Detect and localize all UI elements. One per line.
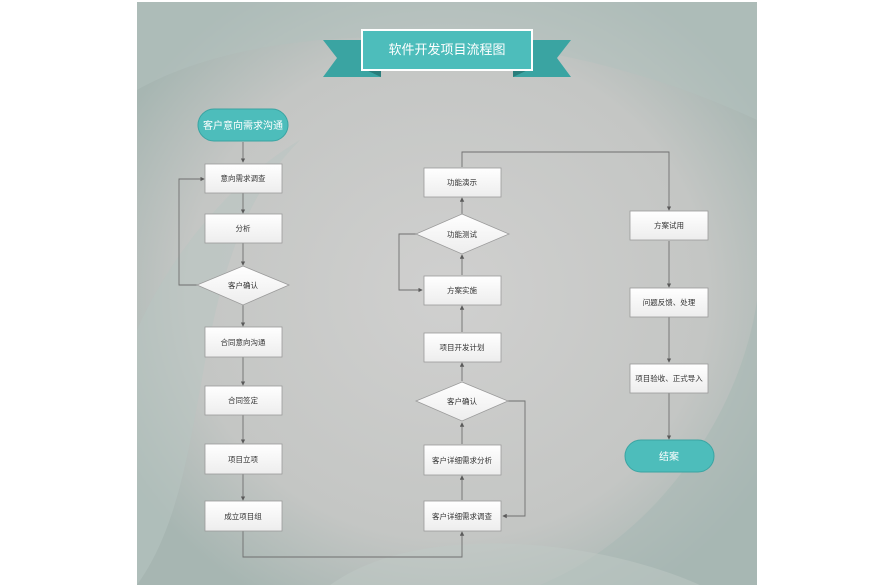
node-start-label: 客户意向需求沟通 [203, 119, 283, 132]
node-detailed-analysis: 客户详细需求分析 [423, 444, 502, 476]
connector-confirm-loop-back [178, 176, 205, 286]
node-trial-shape [629, 210, 709, 241]
background-swirl-4 [330, 543, 700, 585]
node-implementation-shape [423, 275, 502, 306]
connector-demo-to-trial [461, 151, 672, 211]
node-client-confirm-2-label: 客户确认 [447, 396, 477, 406]
node-acceptance: 项目验收、正式导入 [629, 363, 709, 394]
node-form-team: 成立项目组 [204, 500, 283, 532]
connectors [178, 142, 672, 558]
node-feedback: 问题反馈、处理 [629, 287, 709, 318]
node-contract-communication-shape [204, 326, 283, 358]
node-function-test-shape [414, 213, 511, 255]
node-project-initiation: 项目立项 [204, 443, 283, 475]
node-client-confirm-1-label: 客户确认 [228, 280, 258, 290]
node-start: 客户意向需求沟通 [197, 108, 289, 142]
page-title: 软件开发项目流程图 [388, 42, 505, 58]
node-form-team-label: 成立项目组 [224, 511, 262, 521]
node-function-test-label: 功能测试 [447, 229, 477, 239]
background-swirl-3 [540, 300, 757, 585]
connector-test-loop-back [398, 233, 423, 293]
node-analysis: 分析 [204, 213, 283, 244]
node-intent-survey: 意向需求调查 [204, 163, 283, 194]
node-project-initiation-label: 项目立项 [228, 454, 258, 464]
node-function-demo-shape [423, 167, 502, 198]
node-feedback-shape [629, 287, 709, 318]
node-contract-signing: 合同签定 [204, 385, 283, 416]
node-function-demo-label: 功能演示 [447, 177, 477, 187]
node-acceptance-label: 项目验收、正式导入 [635, 373, 703, 383]
node-function-demo: 功能演示 [423, 167, 502, 198]
node-contract-signing-label: 合同签定 [228, 395, 258, 405]
node-detailed-analysis-label: 客户详细需求分析 [432, 455, 492, 465]
node-trial: 方案试用 [629, 210, 709, 241]
node-dev-plan: 项目开发计划 [423, 332, 502, 363]
node-end-label: 结案 [659, 450, 679, 463]
node-analysis-shape [204, 213, 283, 244]
node-acceptance-shape [629, 363, 709, 394]
connector-team-to-detailed-survey [242, 531, 465, 558]
node-detailed-analysis-shape [423, 444, 502, 476]
node-detailed-survey-label: 客户详细需求调查 [432, 511, 492, 521]
node-feedback-label: 问题反馈、处理 [643, 297, 696, 307]
background-swirl-1 [137, 2, 757, 120]
node-detailed-survey-shape [423, 500, 502, 532]
node-contract-communication: 合同意向沟通 [204, 326, 283, 358]
node-client-confirm-2: 客户确认 [414, 381, 510, 422]
background-swirl-2 [137, 140, 300, 585]
node-client-confirm-1-shape [195, 265, 291, 306]
node-trial-label: 方案试用 [654, 220, 684, 230]
node-form-team-shape [204, 500, 283, 532]
node-intent-survey-label: 意向需求调查 [221, 173, 266, 183]
node-implementation-label: 方案实施 [447, 285, 477, 295]
node-function-test: 功能测试 [414, 213, 511, 255]
title-banner: 软件开发项目流程图 [323, 29, 571, 77]
node-dev-plan-shape [423, 332, 502, 363]
node-contract-signing-shape [204, 385, 283, 416]
banner-main [361, 29, 533, 71]
node-implementation: 方案实施 [423, 275, 502, 306]
node-end-shape [624, 439, 715, 473]
node-start-shape [197, 108, 289, 142]
node-intent-survey-shape [204, 163, 283, 194]
node-contract-communication-label: 合同意向沟通 [221, 337, 266, 347]
node-client-confirm-2-shape [414, 381, 510, 422]
node-dev-plan-label: 项目开发计划 [440, 342, 485, 352]
node-project-initiation-shape [204, 443, 283, 475]
node-detailed-survey: 客户详细需求调查 [423, 500, 502, 532]
node-client-confirm-1: 客户确认 [195, 265, 291, 306]
node-end: 结案 [624, 439, 715, 473]
connector-confirm2-loop-back [502, 400, 526, 519]
node-analysis-label: 分析 [236, 223, 251, 233]
